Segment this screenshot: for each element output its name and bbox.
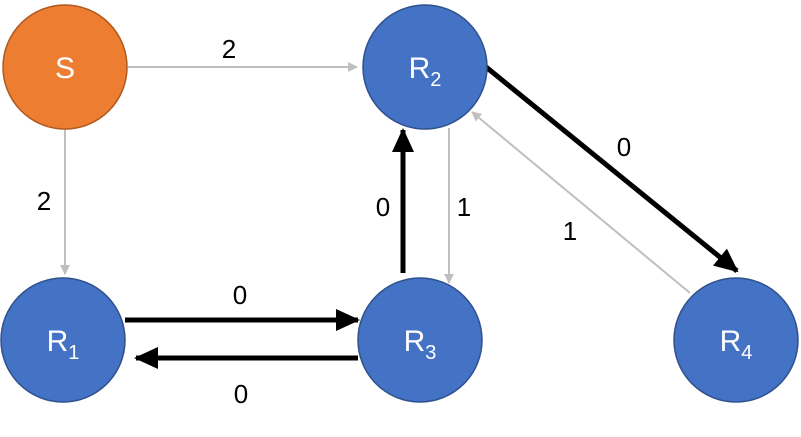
edge-label-r2-r4: 0 (617, 132, 631, 162)
edge-r2-r4 (484, 65, 739, 273)
node-r3: R3 (357, 277, 483, 403)
edge-label-r3-r1: 0 (234, 379, 248, 409)
node-label-s: S (55, 52, 75, 85)
node-label-r4: R4 (720, 325, 753, 364)
node-label-r3: R3 (404, 325, 437, 364)
edge-label-r1-r3: 0 (233, 280, 247, 310)
node-r4: R4 (673, 277, 799, 403)
node-label-r1: R1 (47, 325, 80, 364)
node-label-r2: R2 (409, 52, 442, 91)
node-s: S (2, 4, 128, 130)
node-r1: R1 (0, 277, 126, 403)
edge-label-s-r2: 2 (222, 34, 236, 64)
edge-r4-r2 (471, 111, 691, 294)
node-r2: R2 (362, 4, 488, 130)
edge-label-s-r1: 2 (37, 186, 51, 216)
edge-label-r4-r2: 1 (563, 216, 577, 246)
nodes: S R2 R1 R3 R4 (0, 4, 799, 403)
edge-label-r3-r2: 0 (376, 192, 390, 222)
edges: 2 2 0 0 1 1 0 0 (37, 34, 739, 409)
edge-label-r2-r3: 1 (457, 192, 471, 222)
